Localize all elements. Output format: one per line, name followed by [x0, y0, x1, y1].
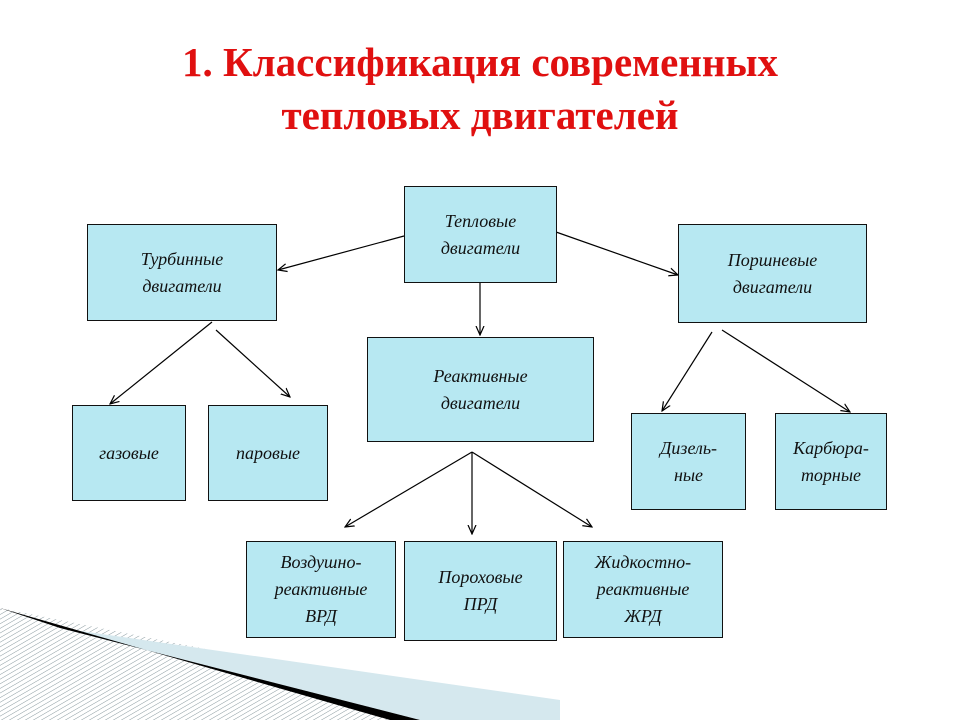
- node-gas: газовые: [72, 405, 186, 501]
- node-turbine-engines: Турбинные двигатели: [87, 224, 277, 321]
- title-line-1: 1. Классификация современных: [181, 39, 779, 85]
- node-piston-engines: Поршневые двигатели: [678, 224, 867, 323]
- node-diesel: Дизель- ные: [631, 413, 746, 510]
- node-jet-engines: Реактивные двигатели: [367, 337, 594, 442]
- arrow-jet-liquid: [471, 451, 592, 527]
- arrow-root-piston: [555, 231, 678, 275]
- title-line-2: тепловых двигателей: [281, 92, 679, 138]
- arrow-jet-air: [345, 451, 473, 527]
- arrow-piston-carburetor: [721, 329, 850, 412]
- node-liquid-rocket: Жидкостно- реактивные ЖРД: [563, 541, 723, 638]
- node-carburetor: Карбюра- торные: [775, 413, 887, 510]
- node-heat-engines: Тепловые двигатели: [404, 186, 557, 283]
- node-powder-rocket: Пороховые ПРД: [404, 541, 557, 641]
- node-air-jet: Воздушно- реактивные ВРД: [246, 541, 396, 638]
- arrow-turbine-steam: [215, 329, 290, 397]
- decor-lightblue-wedge: [60, 628, 560, 720]
- arrow-turbine-gas: [110, 321, 213, 404]
- slide-title: 1. Классификация современных тепловых дв…: [0, 36, 960, 142]
- arrow-piston-diesel: [662, 331, 713, 411]
- arrow-root-turbine: [278, 235, 405, 270]
- node-steam: паровые: [208, 405, 328, 501]
